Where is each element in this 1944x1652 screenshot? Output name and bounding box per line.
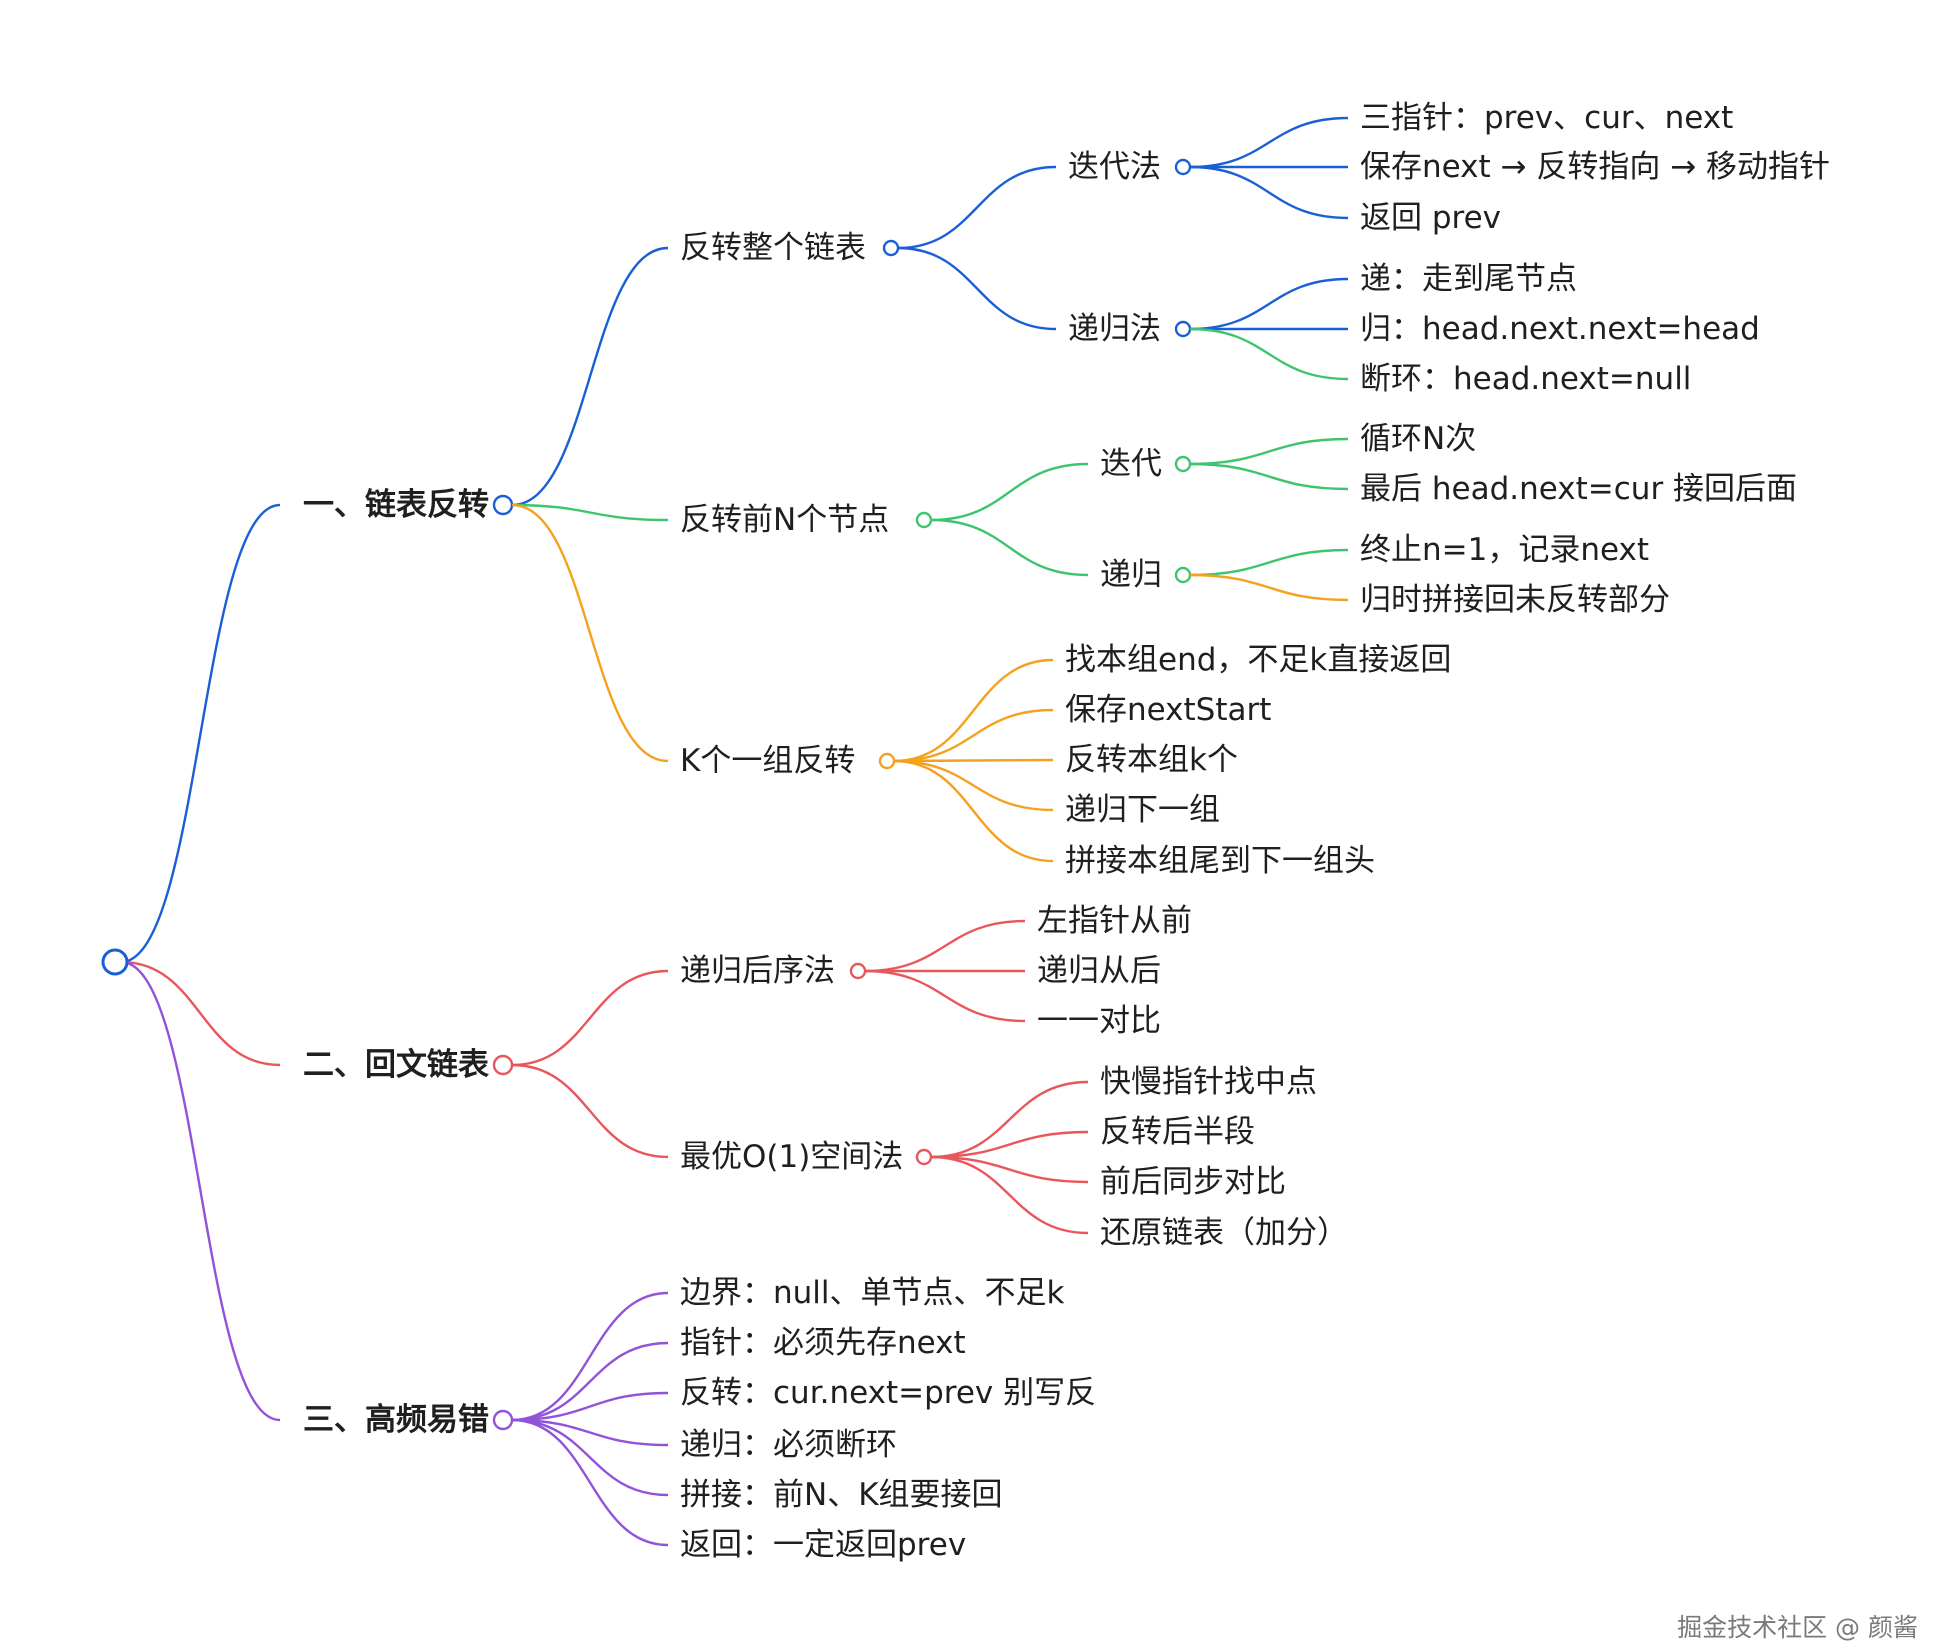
node-label-0-0-0[interactable]: 迭代法 [1068, 149, 1161, 185]
node-label-0-1-0-1[interactable]: 最后 head.next=cur 接回后面 [1360, 471, 1798, 507]
section-dot-0[interactable] [492, 494, 514, 516]
node-label-0-0-0-1[interactable]: 保存next → 反转指向 → 移动指针 [1360, 149, 1831, 185]
edge-root-0 [120, 503, 281, 964]
node-label-0-2-1[interactable]: 保存nextStart [1065, 692, 1272, 728]
edge-0-2 [511, 503, 669, 763]
edge-0-2-0 [893, 658, 1054, 763]
node-label-0-2-4[interactable]: 拼接本组尾到下一组头 [1065, 843, 1375, 879]
node-label-1-1-2[interactable]: 前后同步对比 [1100, 1164, 1286, 1200]
node-label-0-2-0[interactable]: 找本组end，不足k直接返回 [1065, 642, 1452, 678]
edge-0-2-4 [893, 759, 1054, 863]
node-label-0-2-3[interactable]: 递归下一组 [1065, 792, 1220, 828]
node-label-2[interactable]: 三、高频易错 [303, 1402, 489, 1438]
edge-0-2-1 [893, 708, 1054, 763]
node-dot-0-2[interactable] [878, 752, 896, 770]
node-label-1[interactable]: 二、回文链表 [303, 1047, 489, 1083]
edge-0-2-2 [893, 758, 1054, 763]
edge-2-3 [511, 1418, 669, 1447]
node-dot-1-0[interactable] [849, 962, 867, 980]
node-label-0-0-1[interactable]: 递归法 [1068, 311, 1161, 347]
node-label-0-1-1-1[interactable]: 归时拼接回未反转部分 [1360, 582, 1670, 618]
node-label-0-2[interactable]: K个一组反转 [680, 743, 856, 779]
node-dot-0-1[interactable] [915, 511, 933, 529]
edge-0-1-0 [930, 462, 1089, 522]
edge-1-1-3 [930, 1155, 1089, 1235]
node-label-2-4[interactable]: 拼接：前N、K组要接回 [680, 1477, 1003, 1513]
edge-0-1 [511, 503, 669, 522]
node-label-1-0-1[interactable]: 递归从后 [1037, 953, 1161, 989]
node-label-0-1[interactable]: 反转前N个节点 [680, 502, 890, 538]
edge-0-0-1-0 [1189, 277, 1349, 331]
edge-2-4 [511, 1418, 669, 1497]
node-label-0-0-0-0[interactable]: 三指针：prev、cur、next [1360, 100, 1734, 136]
edge-0-2-3 [893, 759, 1054, 812]
node-label-0-1-1-0[interactable]: 终止n=1，记录next [1360, 532, 1650, 568]
node-label-1-1-3[interactable]: 还原链表（加分） [1100, 1215, 1348, 1251]
edge-0-0-1 [897, 246, 1057, 331]
edge-1-0-0 [864, 919, 1026, 973]
node-label-2-0[interactable]: 边界：null、单节点、不足k [680, 1275, 1065, 1311]
edge-0-1-1-0 [1189, 548, 1349, 577]
node-label-0-0[interactable]: 反转整个链表 [680, 230, 866, 266]
node-label-2-1[interactable]: 指针：必须先存next [680, 1325, 966, 1361]
watermark: 掘金技术社区 @ 颜酱 [1677, 1613, 1918, 1642]
edge-0-0-0-0 [1189, 116, 1349, 169]
node-label-1-1-1[interactable]: 反转后半段 [1100, 1114, 1255, 1150]
edge-root-2 [120, 960, 281, 1422]
node-label-0-0-1-2[interactable]: 断环：head.next=null [1360, 361, 1692, 397]
node-dot-0-1-0[interactable] [1174, 455, 1192, 473]
edge-0-0-0 [897, 165, 1057, 250]
edge-2-1 [511, 1341, 669, 1422]
edge-1-0-2 [864, 969, 1026, 1023]
edge-root-1 [120, 960, 281, 1067]
node-dot-0-0[interactable] [882, 239, 900, 257]
root-node[interactable] [101, 948, 129, 976]
section-dot-1[interactable] [492, 1054, 514, 1076]
edge-2-5 [511, 1418, 669, 1547]
edge-1-1-1 [930, 1130, 1089, 1159]
edge-0-1-1 [930, 518, 1089, 577]
node-label-0-0-0-2[interactable]: 返回 prev [1360, 200, 1502, 236]
node-label-1-0-2[interactable]: 一一对比 [1037, 1003, 1161, 1039]
node-label-2-5[interactable]: 返回：一定返回prev [680, 1527, 967, 1563]
node-label-0-2-2[interactable]: 反转本组k个 [1065, 742, 1238, 778]
node-dot-0-1-1[interactable] [1174, 566, 1192, 584]
node-label-1-1[interactable]: 最优O(1)空间法 [680, 1139, 904, 1175]
edge-0-1-0-1 [1189, 462, 1349, 491]
node-dot-1-1[interactable] [915, 1148, 933, 1166]
node-label-0-0-1-0[interactable]: 递：走到尾节点 [1360, 261, 1577, 297]
node-label-0-0-1-1[interactable]: 归：head.next.next=head [1360, 311, 1760, 347]
node-dot-0-0-1[interactable] [1174, 320, 1192, 338]
section-dot-2[interactable] [492, 1409, 514, 1431]
node-label-2-3[interactable]: 递归：必须断环 [680, 1427, 897, 1463]
edge-0-0-1-2 [1189, 327, 1349, 381]
node-dot-0-0-0[interactable] [1174, 158, 1192, 176]
edge-0-1-1-1 [1189, 573, 1349, 602]
node-label-1-0-0[interactable]: 左指针从前 [1037, 903, 1192, 939]
node-label-1-1-0[interactable]: 快慢指针找中点 [1100, 1064, 1317, 1100]
edge-2-2 [511, 1391, 669, 1422]
edge-1-1 [511, 1063, 669, 1159]
node-label-1-0[interactable]: 递归后序法 [680, 953, 835, 989]
node-label-2-2[interactable]: 反转：cur.next=prev 别写反 [680, 1375, 1097, 1411]
edge-1-0 [511, 969, 669, 1067]
edge-0-0 [511, 246, 669, 507]
node-label-0[interactable]: 一、链表反转 [303, 487, 489, 523]
edge-0-0-0-2 [1189, 165, 1349, 220]
edge-0-1-0-0 [1189, 437, 1349, 466]
edge-2-0 [511, 1291, 669, 1422]
node-label-0-1-0-0[interactable]: 循环N次 [1360, 421, 1477, 457]
node-label-0-1-1[interactable]: 递归 [1100, 557, 1162, 593]
node-label-0-1-0[interactable]: 迭代 [1100, 446, 1162, 482]
edge-1-1-2 [930, 1155, 1089, 1184]
edge-1-1-0 [930, 1080, 1089, 1159]
